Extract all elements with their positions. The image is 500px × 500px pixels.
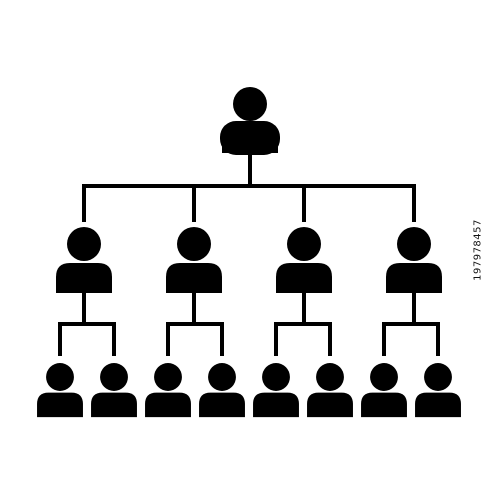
- person-head: [67, 227, 101, 261]
- person-body: [37, 392, 83, 418]
- people-group: [37, 87, 461, 418]
- person-head: [287, 227, 321, 261]
- person-icon-leaf-3: [145, 363, 191, 418]
- person-head: [370, 363, 398, 391]
- person-body: [145, 392, 191, 418]
- person-icon-mid-1: [56, 227, 112, 293]
- person-head: [177, 227, 211, 261]
- person-body: [253, 392, 299, 418]
- person-icon-mid-4: [386, 227, 442, 293]
- person-body: [361, 392, 407, 418]
- person-icon-mid-2: [166, 227, 222, 293]
- person-body: [166, 263, 222, 293]
- person-icon-leaf-8: [415, 363, 461, 418]
- person-head: [46, 363, 74, 391]
- person-icon-leaf-5: [253, 363, 299, 418]
- person-icon-leaf-2: [91, 363, 137, 418]
- person-icon-leaf-7: [361, 363, 407, 418]
- person-head: [100, 363, 128, 391]
- person-icon-leaf-1: [37, 363, 83, 418]
- person-head: [424, 363, 452, 391]
- person-head: [397, 227, 431, 261]
- person-body: [415, 392, 461, 418]
- person-head: [262, 363, 290, 391]
- person-body: [56, 263, 112, 293]
- person-body: [222, 123, 278, 153]
- person-body: [199, 392, 245, 418]
- person-head: [233, 87, 267, 121]
- person-icon-leaf-6: [307, 363, 353, 418]
- person-body: [386, 263, 442, 293]
- person-icon-leaf-4: [199, 363, 245, 418]
- connectors: [58, 150, 440, 356]
- person-icon-top: [220, 87, 280, 155]
- person-icon-mid-3: [276, 227, 332, 293]
- person-body: [91, 392, 137, 418]
- person-head: [154, 363, 182, 391]
- person-head: [316, 363, 344, 391]
- person-body: [307, 392, 353, 418]
- person-head: [208, 363, 236, 391]
- stock-id-label: 197978457: [472, 219, 484, 281]
- person-body: [276, 263, 332, 293]
